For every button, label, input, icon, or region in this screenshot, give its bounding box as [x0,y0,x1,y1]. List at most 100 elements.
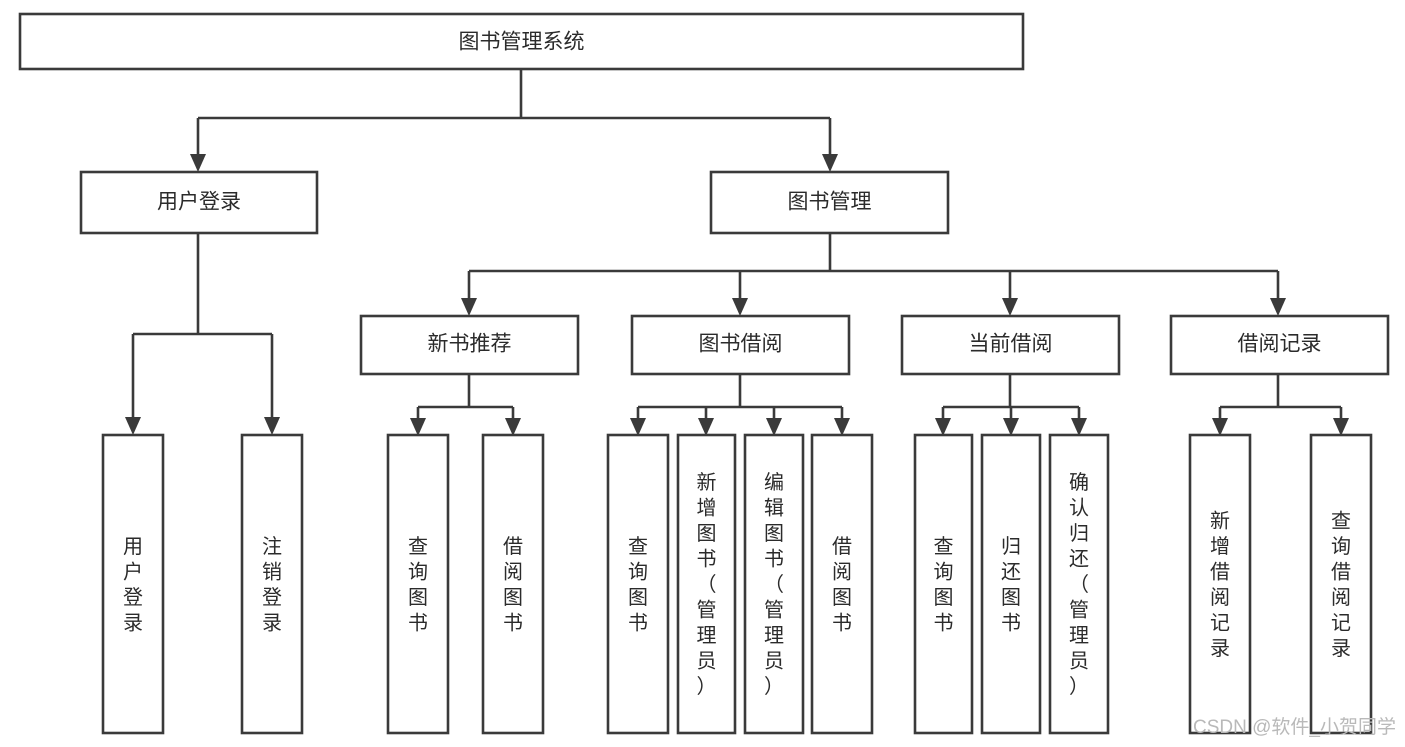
node-user-login[interactable]: 用户登录 [79,170,319,235]
node-user-login-box[interactable] [79,170,319,235]
node-root-box[interactable] [18,12,1025,71]
node-new-book-recommend-label: 新书推荐 [428,333,512,356]
leaf-borrow-book-1-label-char: 图 [503,587,523,609]
leaf-text-layer: 用户登录注销登录查询图书借阅图书查询图书新增图书（管理员）编辑图书（管理员）借阅… [123,471,1351,698]
node-new-book-recommend-box[interactable] [359,314,580,376]
leaf-return-book-label-char: 书 [1001,611,1021,634]
node-book-manage-box[interactable] [709,170,950,235]
csdn-watermark: CSDN @软件_小贺同学 [1193,716,1396,738]
leaf-query-book-1-box[interactable] [386,433,450,735]
arrowhead-user-login [190,154,206,172]
arrowhead-leaf-query-borrow-record [1333,418,1349,436]
leaf-add-book-admin-label-char: 书 [697,548,717,571]
leaf-query-book-1-label-char: 书 [408,611,428,634]
node-current-borrow[interactable]: 当前借阅 [900,314,1121,376]
leaf-user-login-label-char: 用 [123,536,143,558]
leaf-borrow-book-2-box[interactable] [810,433,874,735]
leaf-query-borrow-record-label-char: 借 [1331,560,1351,583]
node-root-label: 图书管理系统 [459,31,585,54]
node-borrow-record-label: 借阅记录 [1238,333,1322,356]
node-book-manage[interactable]: 图书管理 [709,170,950,235]
leaf-borrow-book-1-label-char: 借 [503,535,523,558]
leaf-edit-book-admin-box[interactable] [743,433,805,735]
arrowhead-leaf-logout-login [264,417,280,435]
node-current-borrow-box[interactable] [900,314,1121,376]
leaf-user-login-label-char: 登 [123,586,143,609]
leaf-query-book-3-label-char: 书 [934,611,954,634]
leaf-add-book-admin-label-char: ） [697,675,717,698]
leaf-edit-book-admin-label-char: 编 [764,471,784,494]
leaf-confirm-return-admin-box[interactable] [1048,433,1110,735]
node-book-borrow-box[interactable] [630,314,851,376]
leaf-add-book-admin-label-char: （ [697,573,717,596]
leaf-add-book-admin-label-char: 图 [697,523,717,545]
node-current-borrow-label: 当前借阅 [969,333,1053,356]
connector-layer [125,69,1349,436]
node-user-login-label: 用户登录 [157,191,241,214]
leaf-query-book-2-label-char: 查 [628,535,648,558]
leaf-query-book-2-label-char: 书 [628,611,648,634]
leaf-edit-book-admin-label-char: 理 [764,625,784,647]
leaf-add-book-admin-label-char: 员 [697,651,717,673]
leaf-query-book-2-label-char: 图 [628,587,648,609]
leaf-add-borrow-record-label-char: 阅 [1210,586,1230,609]
leaf-add-borrow-record-box[interactable] [1188,433,1252,735]
leaf-confirm-return-admin-label-char: 归 [1069,522,1089,545]
leaf-query-borrow-record-label-char: 录 [1331,638,1351,660]
leaf-return-book-box[interactable] [980,433,1042,735]
leaf-edit-book-admin-label-char: 书 [764,548,784,571]
leaf-user-login-label: 用户登录 [123,536,143,635]
leaf-return-book-label-char: 归 [1001,535,1021,558]
leaf-query-book-2-box[interactable] [606,433,670,735]
leaf-borrow-book-2-label-char: 书 [832,611,852,634]
leaf-nodes-layer [101,433,1373,735]
leaf-query-borrow-record-label-char: 查 [1331,509,1351,532]
leaf-logout-login-label-char: 录 [262,612,282,634]
arrowhead-leaf-query-book-1 [410,418,426,436]
leaf-query-book-3-box[interactable] [913,433,974,735]
leaf-borrow-book-1-label-char: 阅 [503,560,523,583]
arrowhead-leaf-edit-book-admin [766,418,782,436]
arrowhead-leaf-add-book-admin [698,418,714,436]
leaf-borrow-book-2-label-char: 图 [832,587,852,609]
leaf-query-book-3-label-char: 图 [934,587,954,609]
leaf-logout-login-box[interactable] [240,433,304,735]
node-borrow-record[interactable]: 借阅记录 [1169,314,1390,376]
leaf-user-login-box[interactable] [101,433,165,735]
node-book-manage-label: 图书管理 [788,191,872,214]
leaf-return-book-label-char: 图 [1001,587,1021,609]
node-root[interactable]: 图书管理系统 [18,12,1025,71]
leaf-add-book-admin-label-char: 新 [697,471,717,494]
arrowhead-leaf-return-book [1003,418,1019,436]
leaf-confirm-return-admin-label-char: 认 [1069,497,1089,520]
arrowhead-new-book-recommend [461,298,477,316]
leaf-query-borrow-record-label-char: 记 [1331,611,1351,634]
node-book-borrow[interactable]: 图书借阅 [630,314,851,376]
leaf-add-book-admin-label-char: 增 [697,497,717,520]
leaf-confirm-return-admin-label-char: 管 [1069,599,1089,622]
node-borrow-record-box[interactable] [1169,314,1390,376]
node-new-book-recommend[interactable]: 新书推荐 [359,314,580,376]
arrowhead-leaf-borrow-book-1 [505,418,521,436]
leaf-borrow-book-2-label-char: 阅 [832,560,852,583]
leaf-query-borrow-record-box[interactable] [1309,433,1373,735]
leaf-logout-login-label-char: 登 [262,586,282,609]
leaf-borrow-book-1-label-char: 书 [503,611,523,634]
leaf-add-borrow-record-label-char: 增 [1210,535,1230,558]
leaf-add-book-admin-box[interactable] [676,433,737,735]
leaf-confirm-return-admin-label-char: 还 [1069,548,1089,571]
leaf-confirm-return-admin-label-char: 员 [1069,651,1089,673]
leaf-borrow-book-1-box[interactable] [481,433,545,735]
arrowhead-leaf-query-book-2 [630,418,646,436]
arrowhead-book-manage [822,154,838,172]
leaf-query-book-3-label-char: 查 [934,535,954,558]
leaf-query-book-2-label-char: 询 [628,560,648,583]
arrowhead-borrow-record [1270,298,1286,316]
leaf-edit-book-admin-label-char: ） [764,675,784,698]
leaf-query-borrow-record-label-char: 阅 [1331,586,1351,609]
